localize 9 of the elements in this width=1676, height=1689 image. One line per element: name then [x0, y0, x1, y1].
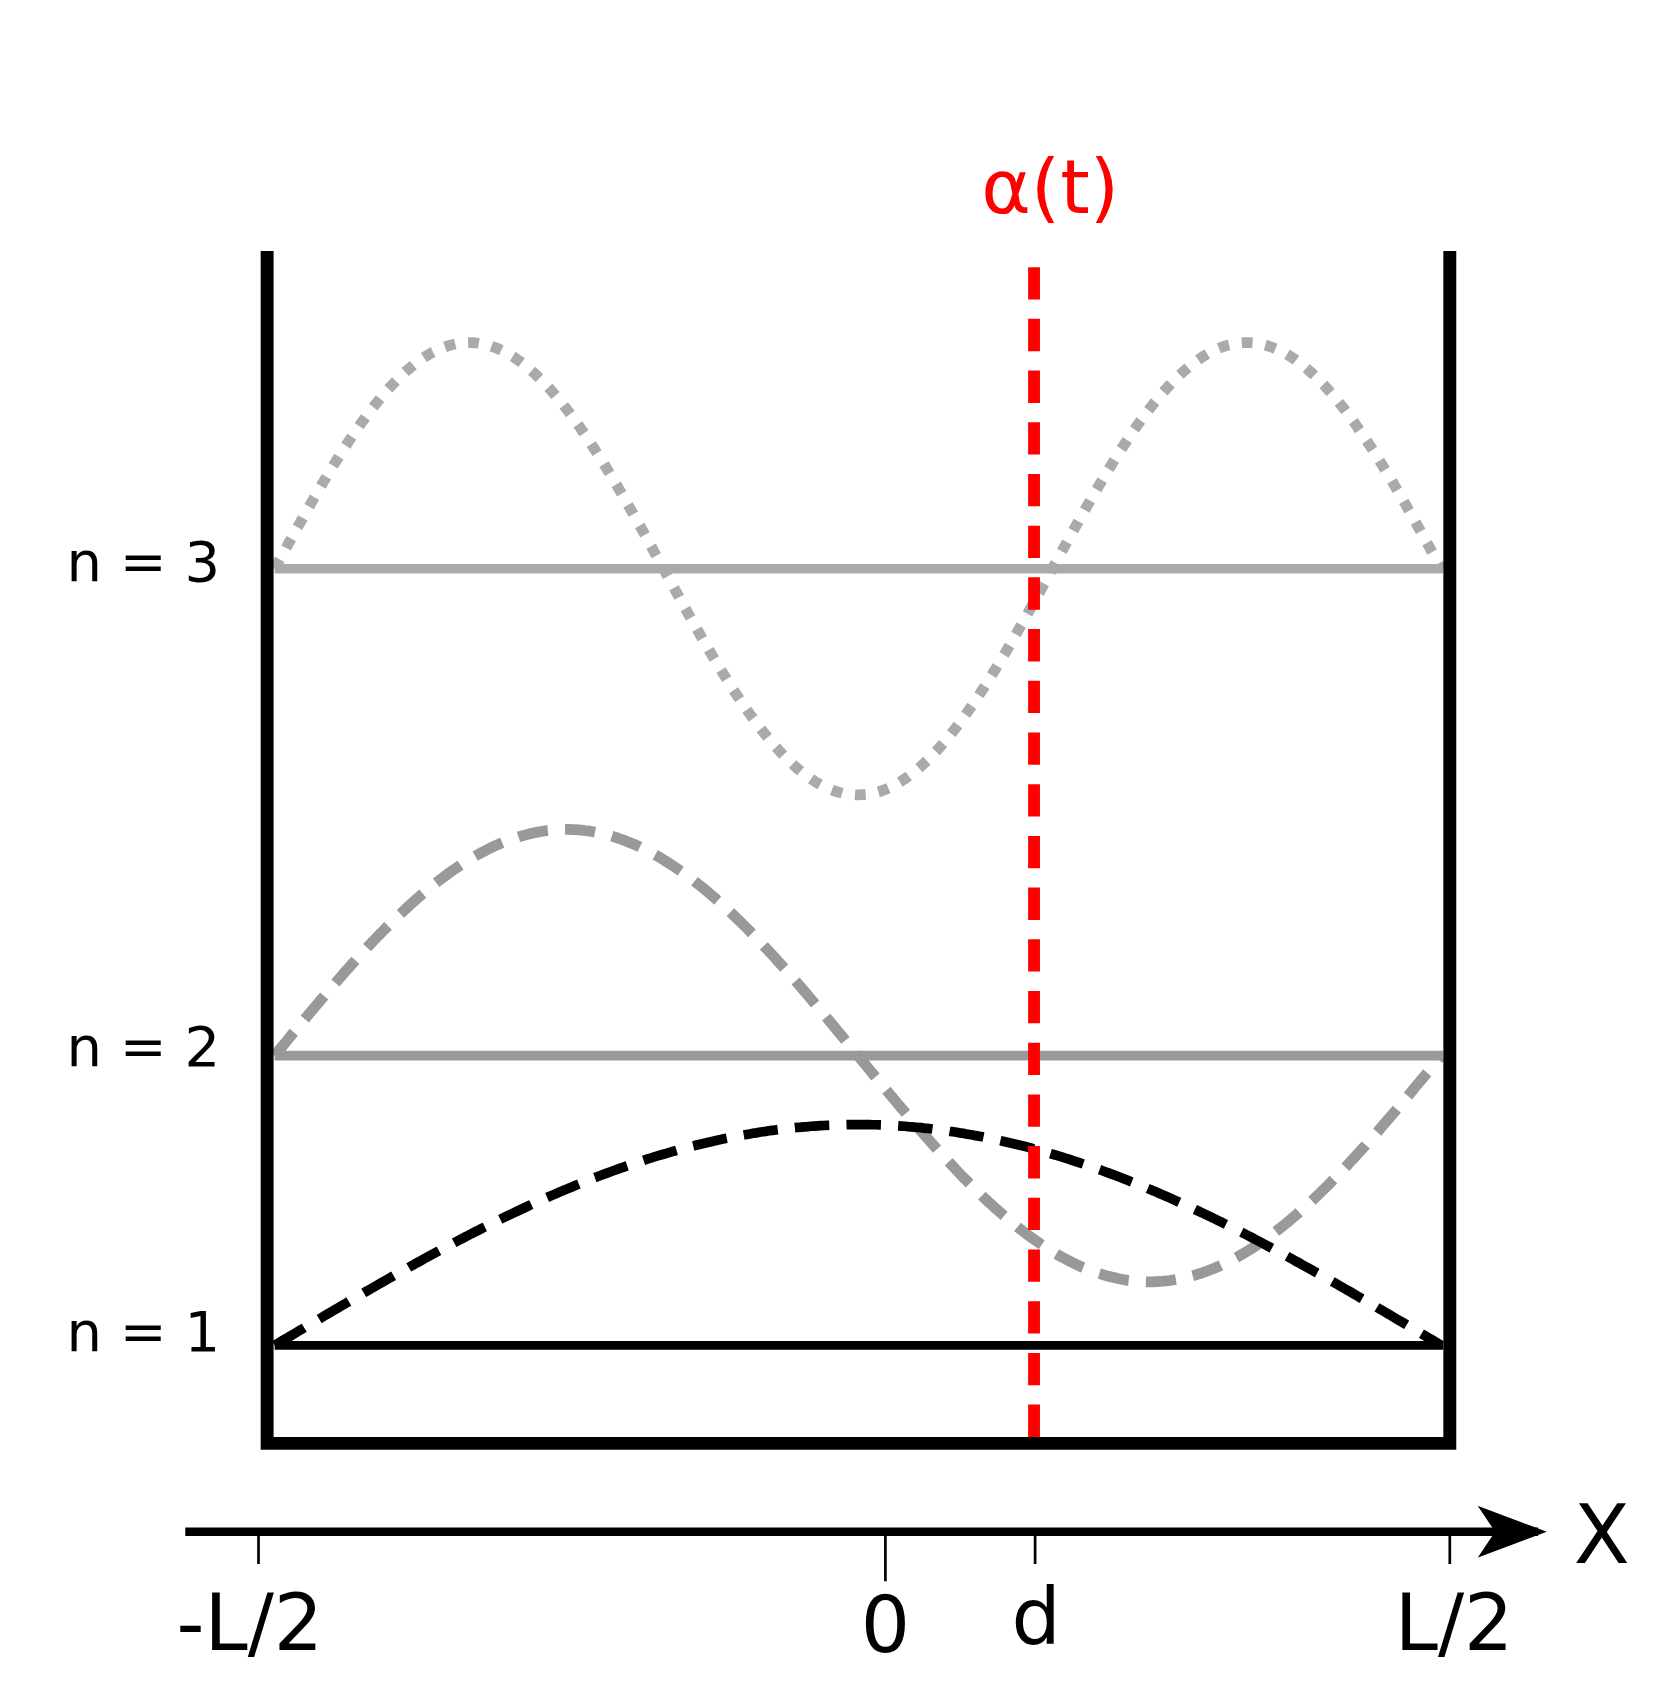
tick-label: -L/2 [176, 1585, 324, 1664]
level-label: n = 2 [66, 1018, 221, 1075]
axis-label: X [1573, 1493, 1630, 1576]
tick-label: L/2 [1394, 1585, 1514, 1664]
tick-label: d [1011, 1579, 1061, 1657]
level-label: n = 1 [66, 1304, 221, 1361]
formula-label: α(t) [981, 150, 1120, 227]
level-label: n = 3 [66, 534, 221, 591]
tick-label: 0 [860, 1587, 911, 1666]
